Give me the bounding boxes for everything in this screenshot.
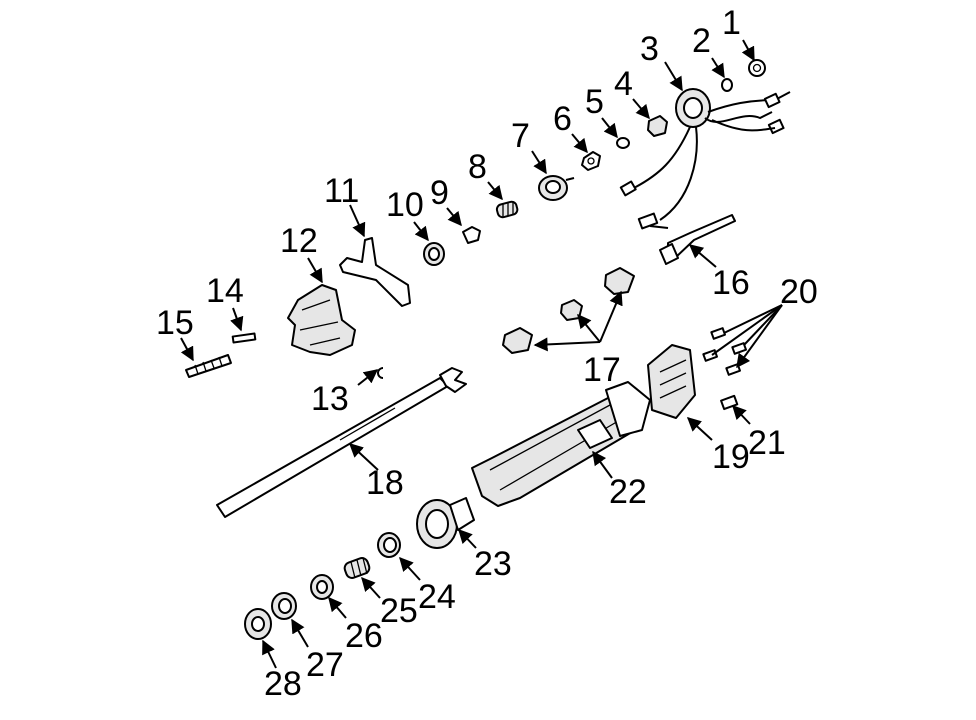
part-27-retainer bbox=[271, 592, 297, 620]
callout-5: 5 bbox=[585, 83, 604, 121]
part-8-spring bbox=[495, 200, 519, 219]
callout-2: 2 bbox=[692, 22, 711, 60]
callout-15: 15 bbox=[156, 304, 194, 342]
callout-26: 26 bbox=[345, 617, 383, 655]
part-24-ring bbox=[377, 532, 401, 558]
part-22-column-tube bbox=[471, 381, 651, 507]
callout-27: 27 bbox=[306, 646, 344, 684]
part-28-washer bbox=[244, 608, 272, 640]
callout-9: 9 bbox=[430, 174, 449, 212]
part-26-washer bbox=[310, 574, 334, 600]
callout-17: 17 bbox=[583, 351, 621, 389]
part-6-cam bbox=[581, 151, 601, 171]
callout-10: 10 bbox=[386, 186, 424, 224]
callout-25: 25 bbox=[380, 592, 418, 630]
part-19-switch bbox=[647, 344, 696, 419]
callout-4: 4 bbox=[614, 65, 633, 103]
callout-20: 20 bbox=[780, 273, 818, 311]
callout-1: 1 bbox=[722, 4, 741, 42]
callout-28: 28 bbox=[264, 665, 302, 703]
part-23-bearing-housing bbox=[416, 497, 475, 549]
callout-8: 8 bbox=[468, 148, 487, 186]
part-5-ring bbox=[616, 137, 630, 149]
part-17-bushings bbox=[502, 267, 635, 354]
part-10-bearing bbox=[423, 242, 445, 266]
part-16-actuator-rod bbox=[659, 214, 736, 265]
callout-16: 16 bbox=[712, 264, 750, 302]
callout-11: 11 bbox=[324, 172, 359, 210]
callout-6: 6 bbox=[553, 100, 572, 138]
part-18-shaft bbox=[216, 367, 467, 518]
part-3-clock-spring bbox=[619, 88, 791, 230]
part-2-ring bbox=[721, 78, 733, 92]
part-1-nut bbox=[748, 59, 766, 77]
part-25-spring bbox=[343, 557, 371, 579]
leader-lines bbox=[180, 39, 783, 669]
callout-21: 21 bbox=[748, 424, 786, 462]
part-9-clip bbox=[462, 226, 481, 244]
callout-22: 22 bbox=[609, 473, 647, 511]
part-13-clip bbox=[377, 367, 384, 379]
callout-19: 19 bbox=[712, 438, 750, 476]
callout-numbers: 1 2 3 4 5 6 7 8 9 10 11 12 13 14 15 16 1… bbox=[156, 4, 818, 703]
callout-18: 18 bbox=[366, 464, 404, 502]
callout-14: 14 bbox=[206, 272, 244, 310]
part-4-bushing bbox=[647, 115, 668, 137]
part-15-bolt bbox=[185, 354, 232, 378]
callout-23: 23 bbox=[474, 545, 512, 583]
callout-12: 12 bbox=[280, 222, 318, 260]
part-14-pin bbox=[231, 332, 257, 344]
callout-3: 3 bbox=[640, 30, 659, 68]
part-11-bracket bbox=[339, 237, 411, 307]
callout-7: 7 bbox=[511, 117, 530, 155]
callout-13: 13 bbox=[311, 380, 349, 418]
part-12-housing bbox=[287, 284, 356, 356]
part-7-lock-plate bbox=[538, 175, 575, 201]
callout-24: 24 bbox=[418, 578, 456, 616]
